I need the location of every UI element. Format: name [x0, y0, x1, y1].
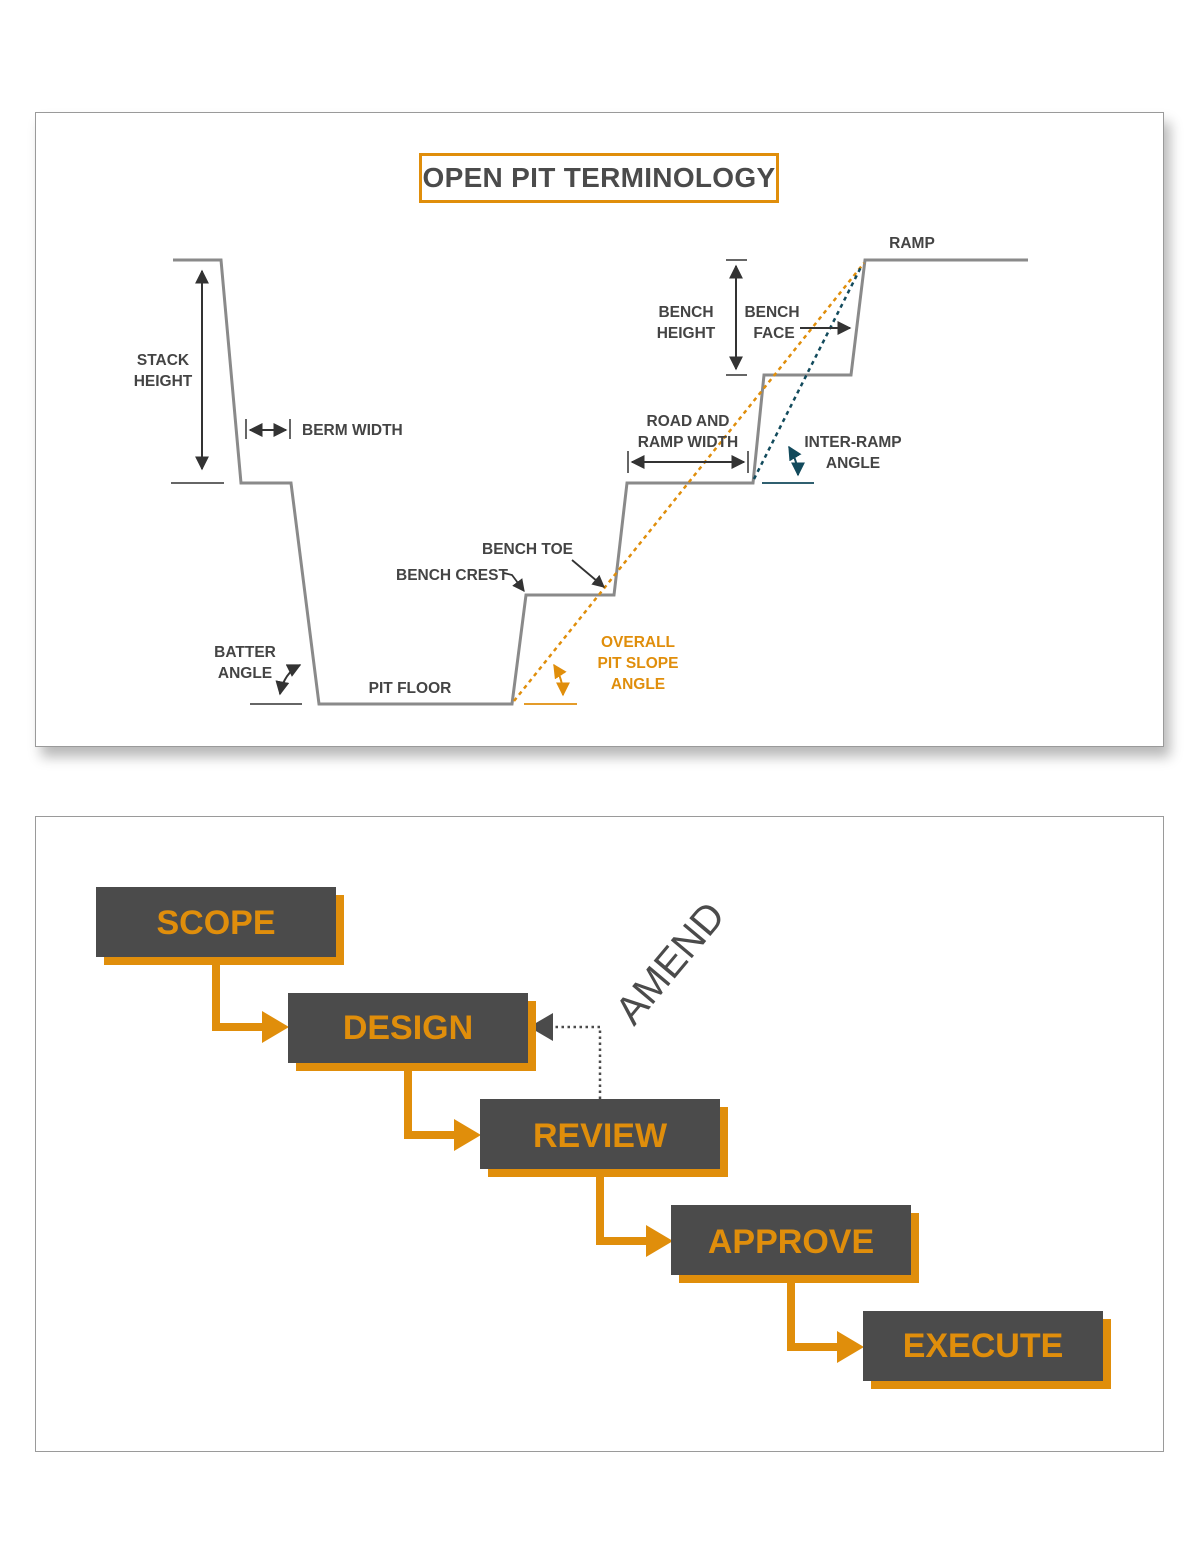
step-design-box: [288, 993, 528, 1063]
amend-arrowhead: [529, 1013, 553, 1041]
bench-face-label-2: FACE: [753, 325, 794, 342]
connector-approve-execute: [787, 1281, 841, 1351]
pit-diagram-svg: STACK HEIGHT BERM WIDTH BATTER ANGLE PIT…: [134, 235, 1028, 706]
road-width-label-1: ROAD AND: [647, 413, 730, 430]
connector-scope-design: [212, 963, 266, 1031]
pit-profile-line: [173, 258, 1028, 706]
pit-floor-label: PIT FLOOR: [369, 680, 452, 697]
stack-height-label-2: HEIGHT: [134, 373, 193, 390]
step-scope[interactable]: SCOPE: [96, 887, 344, 965]
bench-face-label-1: BENCH: [744, 304, 799, 321]
inter-ramp-label-1: INTER-RAMP: [804, 434, 901, 451]
berm-width-label: BERM WIDTH: [302, 422, 403, 439]
bench-height-label-2: HEIGHT: [657, 325, 716, 342]
step-review-box: [480, 1099, 720, 1169]
arrowhead-approve: [646, 1225, 673, 1257]
step-approve-box: [671, 1205, 911, 1275]
step-approve-label: APPROVE: [708, 1223, 874, 1261]
step-execute-label: EXECUTE: [903, 1327, 1064, 1365]
bench-height-label-1: BENCH: [658, 304, 713, 321]
step-design-label: DESIGN: [343, 1009, 473, 1047]
step-design[interactable]: DESIGN: [288, 993, 536, 1071]
step-review[interactable]: REVIEW: [480, 1099, 728, 1177]
workflow-panel: AMEND SCOPE DESIGN REVIEW APPROVE EXECUT…: [35, 816, 1164, 1452]
step-scope-box: [96, 887, 336, 957]
ramp-label: RAMP: [889, 235, 935, 252]
step-review-label: REVIEW: [533, 1117, 668, 1155]
inter-ramp-label-2: ANGLE: [826, 455, 880, 472]
road-width-label-2: RAMP WIDTH: [638, 434, 738, 451]
step-scope-label: SCOPE: [156, 904, 275, 942]
connector-review-approve: [596, 1175, 650, 1245]
workflow-svg: AMEND SCOPE DESIGN REVIEW APPROVE EXECUT…: [96, 887, 1111, 1389]
step-execute[interactable]: EXECUTE: [863, 1311, 1111, 1389]
overall-slope-label-1: OVERALL: [601, 634, 675, 651]
overall-slope-line: [513, 262, 865, 702]
step-approve[interactable]: APPROVE: [671, 1205, 919, 1283]
stack-height-label-1: STACK: [137, 352, 190, 369]
inter-ramp-angle-arc: [788, 445, 805, 477]
batter-angle-label-1: BATTER: [214, 644, 276, 661]
amend-label: AMEND: [607, 894, 734, 1033]
batter-angle-arc: [275, 664, 302, 696]
arrowhead-execute: [837, 1331, 864, 1363]
bench-crest-pointer: [503, 572, 525, 593]
arrowhead-review: [454, 1119, 481, 1151]
overall-angle-arc: [553, 663, 570, 697]
connector-design-review: [404, 1069, 458, 1139]
diagram-title: OPEN PIT TERMINOLOGY: [419, 153, 779, 203]
bench-toe-label: BENCH TOE: [482, 541, 573, 558]
amend-loop-line: [552, 1025, 602, 1099]
arrowhead-design: [262, 1011, 289, 1043]
bench-toe-pointer: [571, 559, 605, 588]
batter-angle-label-2: ANGLE: [218, 665, 272, 682]
overall-slope-label-3: ANGLE: [611, 676, 665, 693]
step-execute-box: [863, 1311, 1103, 1381]
overall-slope-label-2: PIT SLOPE: [598, 655, 679, 672]
terminology-diagram-panel: OPEN PIT TERMINOLOGY STACK HEIGHT BE: [35, 112, 1164, 747]
bench-crest-label: BENCH CREST: [396, 567, 508, 584]
